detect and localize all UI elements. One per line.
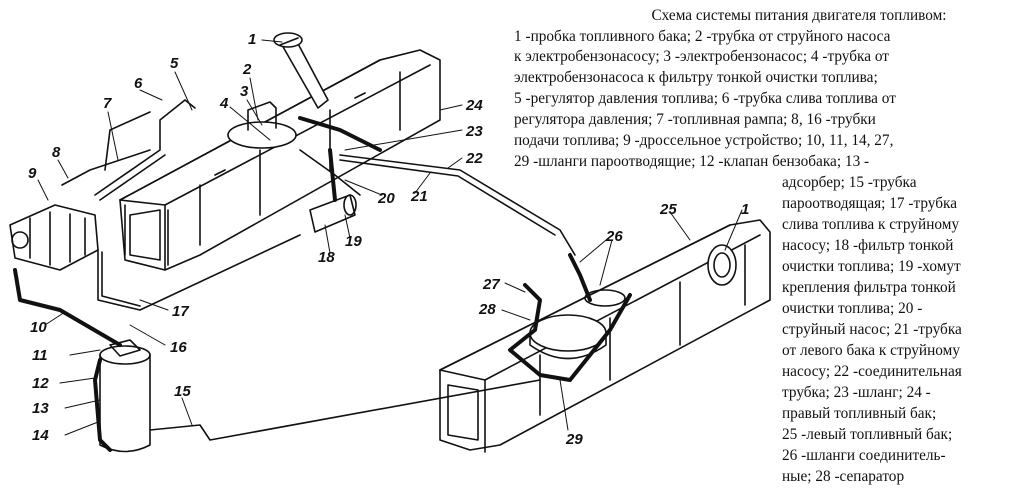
legend-line: регулятора давления; 7 -топливная рампа;… (514, 111, 876, 128)
callout-3: 3 (240, 83, 249, 100)
callout-1-upper: 1 (248, 31, 256, 48)
legend-line: крепления фильтра тонкой (782, 279, 956, 296)
legend-line: насосу; 18 -фильтр тонкой (782, 237, 954, 254)
callout-23: 23 (465, 123, 483, 140)
callout-14: 14 (32, 427, 49, 444)
callout-13: 13 (32, 400, 49, 417)
callout-11: 11 (32, 347, 48, 364)
legend-line: пароотводящая; 17 -трубка (782, 195, 957, 212)
callout-21: 21 (410, 188, 428, 205)
legend-line: адсорбер; 15 -трубка (782, 174, 917, 191)
callout-6: 6 (134, 75, 143, 92)
fine-fuel-filter (309, 194, 357, 233)
legend-line: 26 -шланги соединитель- (782, 447, 946, 464)
callout-20: 20 (377, 190, 395, 207)
legend-line: слива топлива к струйному (782, 216, 960, 233)
callout-17: 17 (172, 303, 189, 320)
legend-line: ные; 28 -сепаратор (782, 468, 905, 485)
right-fuel-tank (119, 49, 441, 271)
legend-line: электробензонасоса к фильтру тонкой очис… (514, 69, 878, 86)
callout-22: 22 (465, 150, 483, 167)
legend-line: от левого бака к струйному (782, 342, 960, 359)
fuel-lines (13, 99, 632, 452)
legend-line: струйный насос; 21 -трубка (782, 321, 962, 338)
legend-line: очистки топлива; 20 - (782, 300, 923, 317)
callout-labels: 1 2 3 4 5 6 7 8 9 10 11 12 13 14 15 16 1… (28, 31, 749, 448)
legend-line: к электробензонасосу; 3 -электробензонас… (514, 48, 889, 65)
callout-8: 8 (52, 144, 61, 161)
callout-2: 2 (242, 61, 252, 78)
callout-12: 12 (32, 375, 49, 392)
callout-26: 26 (605, 228, 623, 245)
legend-title: Схема системы питания двигателя топливом… (651, 7, 947, 24)
callout-15: 15 (174, 383, 191, 400)
legend-line: 5 -регулятор давления топлива; 6 -трубка… (514, 90, 896, 107)
legend-line: трубка; 23 -шланг; 24 - (782, 384, 931, 401)
callout-19: 19 (345, 233, 362, 250)
callout-18: 18 (318, 249, 335, 266)
legend-line: 25 -левый топливный бак; (782, 426, 953, 443)
callout-24: 24 (465, 97, 483, 114)
legend-line: 29 -шланги пароотводящие; 12 -клапан бен… (514, 153, 870, 170)
callout-25: 25 (659, 201, 677, 218)
adsorber-canister (99, 339, 151, 453)
callout-5: 5 (170, 55, 179, 72)
callout-27: 27 (482, 276, 500, 293)
throttle-unit (9, 204, 99, 271)
callout-29: 29 (565, 431, 583, 448)
leader-lines (37, 39, 743, 436)
callout-16: 16 (170, 339, 187, 356)
callout-4: 4 (219, 95, 229, 112)
legend-line: насосу; 22 -соединительная (782, 363, 962, 380)
legend-line: очистки топлива; 19 -хомут (782, 258, 961, 275)
callout-9: 9 (28, 165, 37, 182)
legend-line: 1 -пробка топливного бака; 2 -трубка от … (514, 28, 891, 45)
legend-line: правый топливный бак; (782, 405, 937, 422)
callout-28: 28 (478, 301, 496, 318)
fuel-filler-neck-upper (273, 32, 329, 109)
legend-line: подачи топлива; 9 -дроссельное устройств… (514, 132, 894, 149)
callout-1-lower: 1 (741, 201, 749, 218)
callout-10: 10 (30, 319, 47, 336)
callout-7: 7 (103, 95, 112, 112)
